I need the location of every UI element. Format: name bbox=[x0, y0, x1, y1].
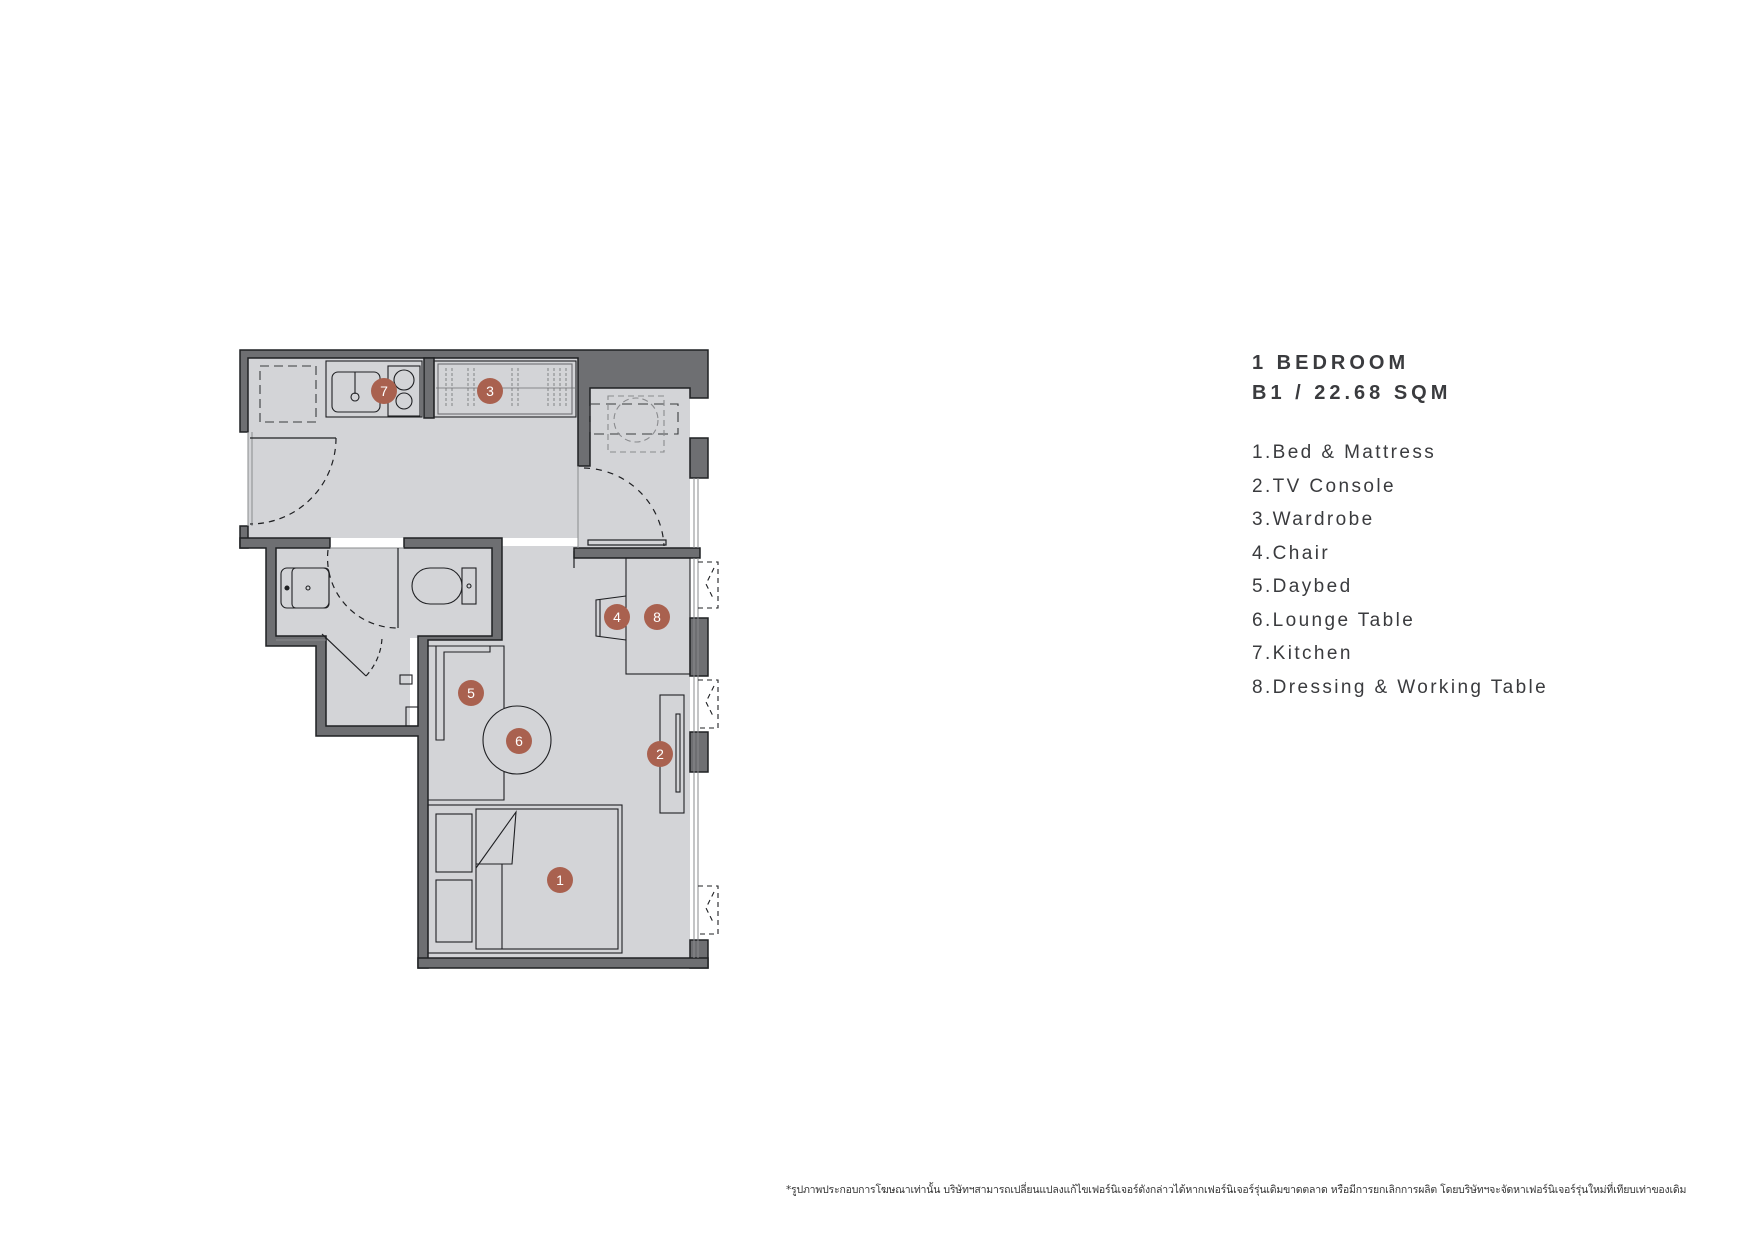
disclaimer-text: *รูปภาพประกอบการโฆษณาเท่านั้น บริษัทฯสาม… bbox=[786, 1184, 1687, 1196]
svg-text:4: 4 bbox=[613, 609, 621, 625]
floor-areas bbox=[248, 358, 690, 960]
marker-8: 8 bbox=[644, 604, 670, 630]
pillow-1 bbox=[435, 813, 473, 873]
legend-item: 2.TV Console bbox=[1252, 475, 1396, 497]
marker-5: 5 bbox=[458, 680, 484, 706]
marker-1: 1 bbox=[547, 867, 573, 893]
marker-6: 6 bbox=[506, 728, 532, 754]
wall-bottom bbox=[417, 957, 709, 969]
wardrobe-outline bbox=[433, 360, 577, 418]
marker-2: 2 bbox=[647, 741, 673, 767]
wall-right-2 bbox=[689, 617, 709, 677]
shower-door-swing bbox=[365, 637, 383, 677]
washer-outline bbox=[259, 365, 317, 423]
legend-item: 5.Daybed bbox=[1252, 576, 1353, 597]
balcony-door-swing bbox=[583, 467, 665, 547]
balcony-table bbox=[589, 403, 679, 435]
marker-4: 4 bbox=[604, 604, 630, 630]
kitchen-counter bbox=[325, 360, 423, 418]
svg-text:1: 1 bbox=[556, 872, 564, 888]
unit-info-panel: 1 BEDROOM B1 / 22.68 SQM 1.Bed & Mattres… bbox=[1252, 348, 1548, 704]
window-ledge-3 bbox=[698, 885, 719, 935]
balcony-threshold bbox=[587, 539, 667, 546]
svg-text:7: 7 bbox=[380, 383, 388, 399]
window-ledge-1 bbox=[698, 561, 719, 609]
wardrobe-hangers bbox=[436, 368, 575, 408]
legend-item: 6.Lounge Table bbox=[1252, 609, 1416, 631]
svg-text:5: 5 bbox=[467, 685, 475, 701]
marker-7: 7 bbox=[371, 378, 397, 404]
shower-door-leaf bbox=[321, 633, 367, 677]
svg-text:2: 2 bbox=[656, 746, 664, 762]
pillow-2 bbox=[435, 879, 473, 943]
legend-item: 1.Bed & Mattress bbox=[1252, 442, 1437, 463]
window-ledge-2 bbox=[698, 679, 719, 729]
unit-code-area: B1 / 22.68 SQM bbox=[1252, 382, 1452, 404]
svg-text:6: 6 bbox=[515, 733, 523, 749]
mattress bbox=[475, 808, 619, 950]
tv bbox=[675, 713, 681, 793]
shower-head bbox=[399, 674, 413, 685]
wall-kitchen-divider bbox=[423, 357, 435, 419]
blanket-fold bbox=[475, 810, 517, 949]
toilet-bowl bbox=[411, 567, 463, 605]
legend-item: 7.Kitchen bbox=[1252, 643, 1353, 664]
unit-type-title: 1 BEDROOM bbox=[1252, 352, 1410, 374]
bed-frame bbox=[427, 804, 623, 954]
svg-text:8: 8 bbox=[653, 609, 661, 625]
wall-balcony-bottom bbox=[573, 547, 701, 559]
legend-item: 8.Dressing & Working Table bbox=[1252, 676, 1549, 698]
markers: 7 3 4 8 5 6 2 1 bbox=[371, 378, 673, 893]
entry-door-swing bbox=[249, 437, 337, 525]
marker-3: 3 bbox=[477, 378, 503, 404]
doors bbox=[249, 437, 667, 677]
wall-right-3 bbox=[689, 731, 709, 773]
svg-text:3: 3 bbox=[486, 383, 494, 399]
furniture-legend: 1.Bed & Mattress 2.TV Console 3.Wardrobe… bbox=[1252, 436, 1548, 704]
windows bbox=[247, 432, 699, 958]
wall-bathroom bbox=[239, 537, 503, 969]
wall-right-1 bbox=[689, 437, 709, 479]
legend-item: 4.Chair bbox=[1252, 542, 1331, 564]
walls bbox=[239, 349, 709, 969]
chair bbox=[595, 595, 627, 641]
legend-item: 3.Wardrobe bbox=[1252, 509, 1375, 530]
bathroom-door-swing bbox=[326, 549, 399, 629]
